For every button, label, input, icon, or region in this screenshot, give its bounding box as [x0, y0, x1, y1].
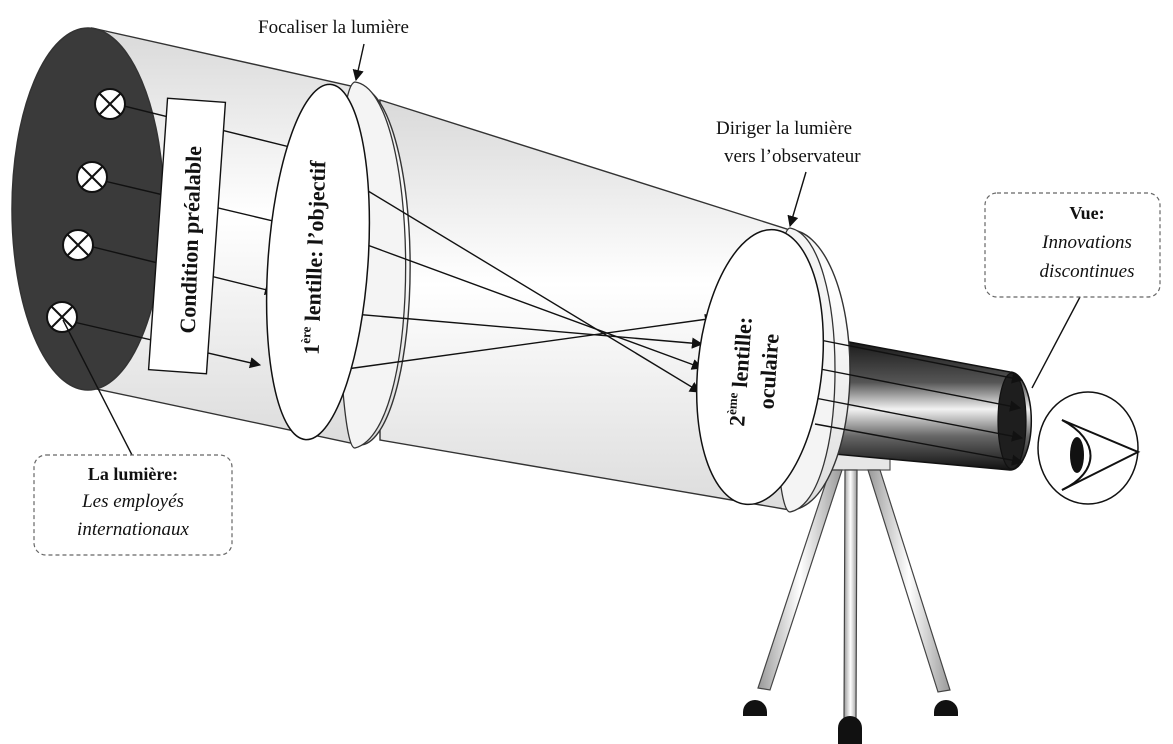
tripod: [743, 447, 958, 744]
lens-objective-label: 1ère lentille: l’objectif: [298, 160, 331, 356]
annotation-direct: Diriger la lumière vers l’observateur: [716, 118, 861, 228]
light-box-line1: Les employés: [81, 491, 184, 512]
lens-objective: 1ère lentille: l’objectif: [265, 83, 371, 441]
lens-eyepiece: 2ème lentille: oculaire: [695, 228, 825, 506]
vision-box: Vue: Innovations discontinues: [984, 192, 1161, 389]
vision-box-line2: discontinues: [1040, 261, 1135, 282]
annotation-direct-line1: Diriger la lumière: [716, 118, 852, 139]
light-rays: [64, 104, 1024, 466]
bulb-icon: [62, 229, 94, 261]
annotation-direct-line2: vers l’observateur: [724, 146, 861, 167]
bulb-icon: [46, 301, 78, 333]
light-box-title: La lumière:: [88, 464, 178, 484]
light-box: La lumière: Les employés internationaux: [33, 319, 233, 556]
tripod-leg-left: [757, 469, 843, 691]
tripod-leg-right: [867, 469, 951, 693]
tripod-foot-right: [934, 700, 958, 716]
annotation-focus-text: Focaliser la lumière: [258, 17, 409, 38]
vision-box-title: Vue:: [1069, 203, 1104, 223]
tripod-foot-left: [743, 700, 767, 716]
bulb-icon: [76, 161, 108, 193]
tripod-leg-center: [843, 469, 858, 721]
vision-box-line1: Innovations: [1041, 232, 1132, 253]
prerequisite-bar: Condition préalable: [147, 97, 227, 375]
aperture: [11, 27, 165, 391]
light-box-line2: internationaux: [77, 519, 189, 540]
lens-eyepiece-label: 2ème lentille:: [723, 316, 757, 427]
eye-icon: [1037, 391, 1141, 505]
tripod-foot-center: [838, 716, 862, 744]
annotation-focus: Focaliser la lumière: [258, 17, 409, 82]
bulb-icon: [94, 88, 126, 120]
bulbs: [46, 88, 126, 333]
lens-eyepiece-label-2: oculaire: [753, 333, 783, 410]
